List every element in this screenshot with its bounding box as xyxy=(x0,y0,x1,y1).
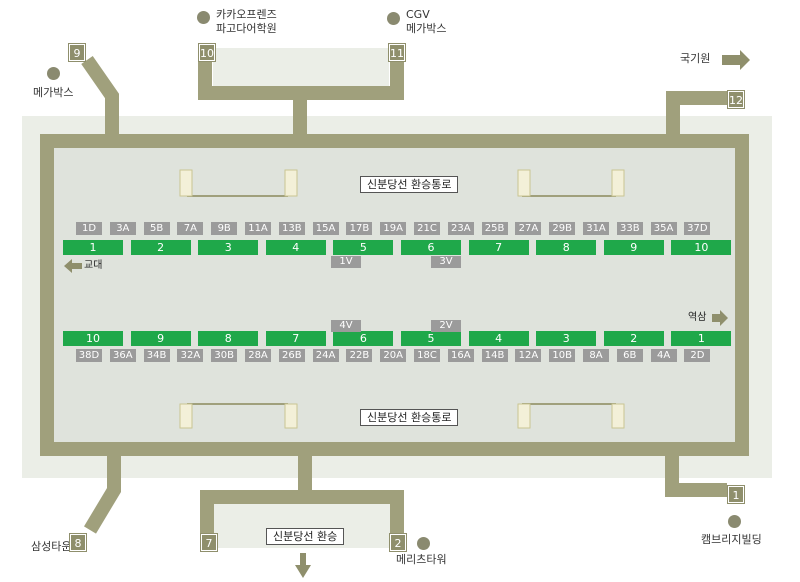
door-marker: 20A xyxy=(380,349,407,362)
car-marker: 4 xyxy=(468,331,529,346)
door-marker: 6B xyxy=(616,349,643,362)
exit-11: 11 xyxy=(388,43,406,62)
door-marker: 23A xyxy=(447,222,474,235)
car-marker: 3 xyxy=(198,240,259,255)
car-marker: 7 xyxy=(468,240,529,255)
door-marker: 3A xyxy=(109,222,136,235)
direction-gyodae: 교대 xyxy=(84,260,103,271)
arrow-right-small-icon xyxy=(712,310,728,326)
car-marker: 1 xyxy=(63,240,123,255)
transfer-passage-bottom-label: 신분당선 환승통로 xyxy=(360,409,459,426)
car-marker: 2 xyxy=(603,331,664,346)
car-marker: 6 xyxy=(333,331,394,346)
car-marker: 5 xyxy=(401,331,461,346)
poi-dot-icon xyxy=(728,515,741,528)
car-marker: 9 xyxy=(130,331,191,346)
car-marker: 1 xyxy=(671,331,732,346)
door-marker: 36A xyxy=(109,349,136,362)
car-marker: 9 xyxy=(603,240,664,255)
platform-area xyxy=(54,148,735,442)
door-marker: 32A xyxy=(177,349,204,362)
door-marker: 33B xyxy=(616,222,643,235)
direction-yeoksam: 역삼 xyxy=(688,312,707,323)
door-marker: 30B xyxy=(211,349,238,362)
door-marker: 37D xyxy=(684,222,711,235)
door-marker: 21C xyxy=(414,222,440,235)
door-marker: 4A xyxy=(650,349,677,362)
car-marker: 10 xyxy=(63,331,123,346)
arrow-right-icon xyxy=(722,50,750,70)
poi-dot-icon xyxy=(387,12,400,25)
poi-dot-icon xyxy=(417,537,430,550)
car-marker: 6 xyxy=(401,240,461,255)
exit-1: 1 xyxy=(727,485,745,504)
door-marker: 8A xyxy=(583,349,609,362)
arrow-down-icon xyxy=(295,553,311,578)
car-marker: 5 xyxy=(333,240,394,255)
door-marker: 29B xyxy=(549,222,576,235)
door-marker: 12A xyxy=(515,349,542,362)
door-marker: 35A xyxy=(650,222,677,235)
car-marker: 4 xyxy=(265,240,326,255)
door-marker: 22B xyxy=(346,349,373,362)
exit-12: 12 xyxy=(727,90,745,109)
car-marker: 7 xyxy=(265,331,326,346)
poi-dot-icon xyxy=(197,11,210,24)
poi-gukgiwon: 국기원 xyxy=(680,52,711,65)
door-marker: 18C xyxy=(414,349,440,362)
door-marker: 17B xyxy=(346,222,373,235)
arrow-left-icon xyxy=(64,259,82,273)
door-marker: 24A xyxy=(312,349,339,362)
door-marker: 9B xyxy=(211,222,238,235)
door-marker: 14B xyxy=(481,349,508,362)
sub-marker: 4V xyxy=(331,320,361,332)
door-marker: 2D xyxy=(684,349,711,362)
sub-marker: 3V xyxy=(431,256,461,268)
door-marker: 19A xyxy=(380,222,407,235)
car-marker: 2 xyxy=(130,240,191,255)
door-marker: 5B xyxy=(143,222,170,235)
exit-10: 10 xyxy=(198,43,216,62)
door-marker: 15A xyxy=(312,222,339,235)
exit-2: 2 xyxy=(389,533,407,552)
door-marker: 13B xyxy=(278,222,305,235)
poi-kakao: 카카오프렌즈 파고다어학원 xyxy=(216,8,277,35)
door-marker: 25B xyxy=(481,222,508,235)
exit-7: 7 xyxy=(200,533,218,552)
transfer-exit-label: 신분당선 환승 xyxy=(266,528,345,545)
door-marker: 16A xyxy=(447,349,474,362)
door-marker: 26B xyxy=(278,349,305,362)
door-marker: 10B xyxy=(549,349,576,362)
car-marker: 3 xyxy=(536,331,597,346)
door-marker: 28A xyxy=(245,349,271,362)
sub-marker: 1V xyxy=(331,256,361,268)
poi-samsung-town: 삼성타운 xyxy=(31,540,72,553)
door-marker: 11A xyxy=(245,222,271,235)
door-marker: 38D xyxy=(76,349,102,362)
exit-9: 9 xyxy=(68,43,86,62)
exit-8: 8 xyxy=(69,533,87,552)
poi-dot-icon xyxy=(47,67,60,80)
door-marker: 7A xyxy=(177,222,204,235)
sub-marker: 2V xyxy=(431,320,461,332)
door-marker: 31A xyxy=(583,222,609,235)
poi-cgv: CGV 메가박스 xyxy=(406,8,447,35)
door-marker: 34B xyxy=(143,349,170,362)
poi-megabox: 메가박스 xyxy=(33,86,74,99)
car-marker: 8 xyxy=(198,331,259,346)
car-marker: 10 xyxy=(671,240,732,255)
door-marker: 27A xyxy=(515,222,542,235)
poi-meritz: 메리츠타워 xyxy=(396,553,447,566)
transfer-passage-top-label: 신분당선 환승통로 xyxy=(360,176,459,193)
door-marker: 1D xyxy=(76,222,102,235)
car-marker: 8 xyxy=(536,240,597,255)
poi-cambridge: 캠브리지빌딩 xyxy=(701,533,762,546)
